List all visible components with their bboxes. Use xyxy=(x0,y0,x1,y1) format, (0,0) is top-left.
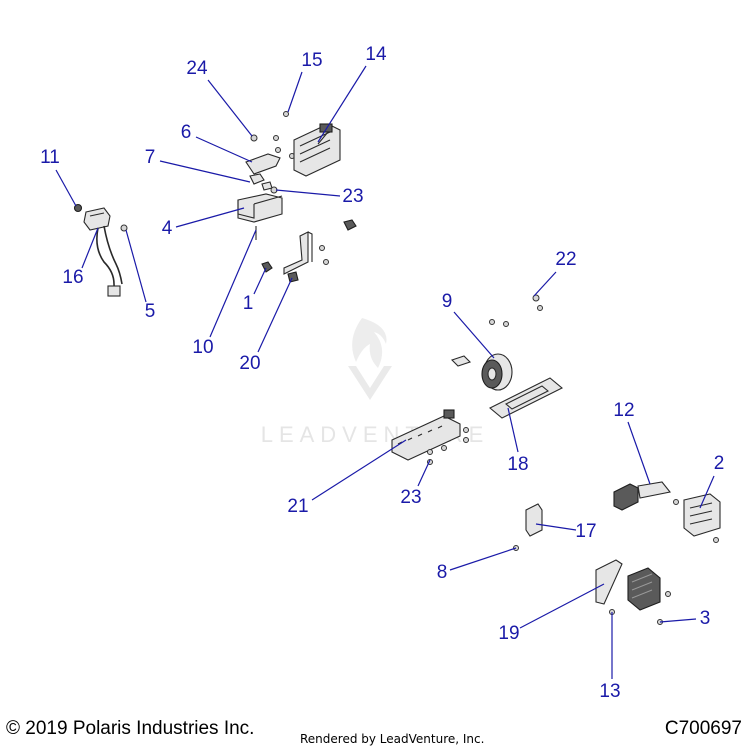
callout-leader-8 xyxy=(449,547,517,571)
part-spool xyxy=(450,353,513,391)
callout-label-7: 7 xyxy=(145,147,156,168)
callout-label-18: 18 xyxy=(507,454,528,475)
callout-label-5: 5 xyxy=(145,301,156,322)
callout-label-24: 24 xyxy=(186,58,208,79)
callout-leader-11 xyxy=(55,169,77,207)
part-bracket-clip xyxy=(245,153,281,191)
part-ecu-module xyxy=(250,111,341,177)
callout-leader-18 xyxy=(507,407,519,453)
callout-leader-12 xyxy=(627,421,651,485)
callout-label-3: 3 xyxy=(700,608,711,629)
rendered-by-text: Rendered by LeadVenture, Inc. xyxy=(300,732,485,746)
callout-leader-2 xyxy=(699,475,715,509)
callout-label-21: 21 xyxy=(287,496,308,517)
part-screws-22 xyxy=(489,294,543,327)
part-heat-sink xyxy=(595,559,671,625)
callout-label-2: 2 xyxy=(714,453,725,474)
callout-label-12: 12 xyxy=(613,400,634,421)
callout-leader-21 xyxy=(311,439,407,501)
callout-leader-23 xyxy=(275,189,341,197)
callout-leader-15 xyxy=(287,71,303,113)
callout-label-10: 10 xyxy=(192,337,213,358)
copyright-text: © 2019 Polaris Industries Inc. xyxy=(6,718,255,739)
callout-label-15: 15 xyxy=(301,50,322,71)
callout-label-4: 4 xyxy=(162,218,173,239)
callout-label-19: 19 xyxy=(498,623,519,644)
callout-leader-7 xyxy=(159,160,251,183)
callout-leader-19 xyxy=(519,583,605,629)
callout-leader-22 xyxy=(533,271,557,297)
callout-label-1: 1 xyxy=(243,293,254,314)
callout-layer: 24 15 14 11 6 7 23 4 16 5 1 10 20 22 9 12 2 18 21 23 17 8 3 19 1… xyxy=(40,44,724,702)
callout-leader-9 xyxy=(453,311,495,359)
callout-label-22: 22 xyxy=(555,249,576,270)
callout-label-8: 8 xyxy=(437,562,448,583)
callout-label-9: 9 xyxy=(442,291,453,312)
callout-leader-20 xyxy=(257,277,293,353)
callout-label-14: 14 xyxy=(365,44,387,65)
callout-leader-1 xyxy=(253,267,267,295)
part-relay-block xyxy=(237,186,283,240)
callout-leader-24 xyxy=(207,79,253,137)
diagram-code: C700697 xyxy=(664,718,742,739)
callout-leader-6 xyxy=(195,136,253,163)
callout-leader-10 xyxy=(209,229,257,338)
callout-leader-16 xyxy=(81,227,99,269)
part-mounting-bracket xyxy=(261,219,357,283)
callout-label-16: 16 xyxy=(62,267,83,288)
callout-label-11: 11 xyxy=(40,147,60,168)
callout-leader-5 xyxy=(125,229,147,303)
callout-label-20: 20 xyxy=(239,353,260,374)
part-harness-connector xyxy=(73,203,128,297)
part-small-bracket xyxy=(513,503,543,551)
callout-leader-17 xyxy=(535,523,577,531)
callout-label-13: 13 xyxy=(599,681,620,702)
callout-leader-14 xyxy=(317,65,367,143)
callout-label-17: 17 xyxy=(575,521,596,542)
callout-leader-3 xyxy=(659,618,697,623)
callout-label-23: 23 xyxy=(400,487,421,508)
callout-leader-23 xyxy=(417,459,431,487)
part-terminal-block xyxy=(391,409,469,465)
callout-label-6: 6 xyxy=(181,122,192,143)
part-regulator xyxy=(613,481,721,543)
callout-leader-4 xyxy=(175,207,245,228)
callout-label-23: 23 xyxy=(342,186,363,207)
